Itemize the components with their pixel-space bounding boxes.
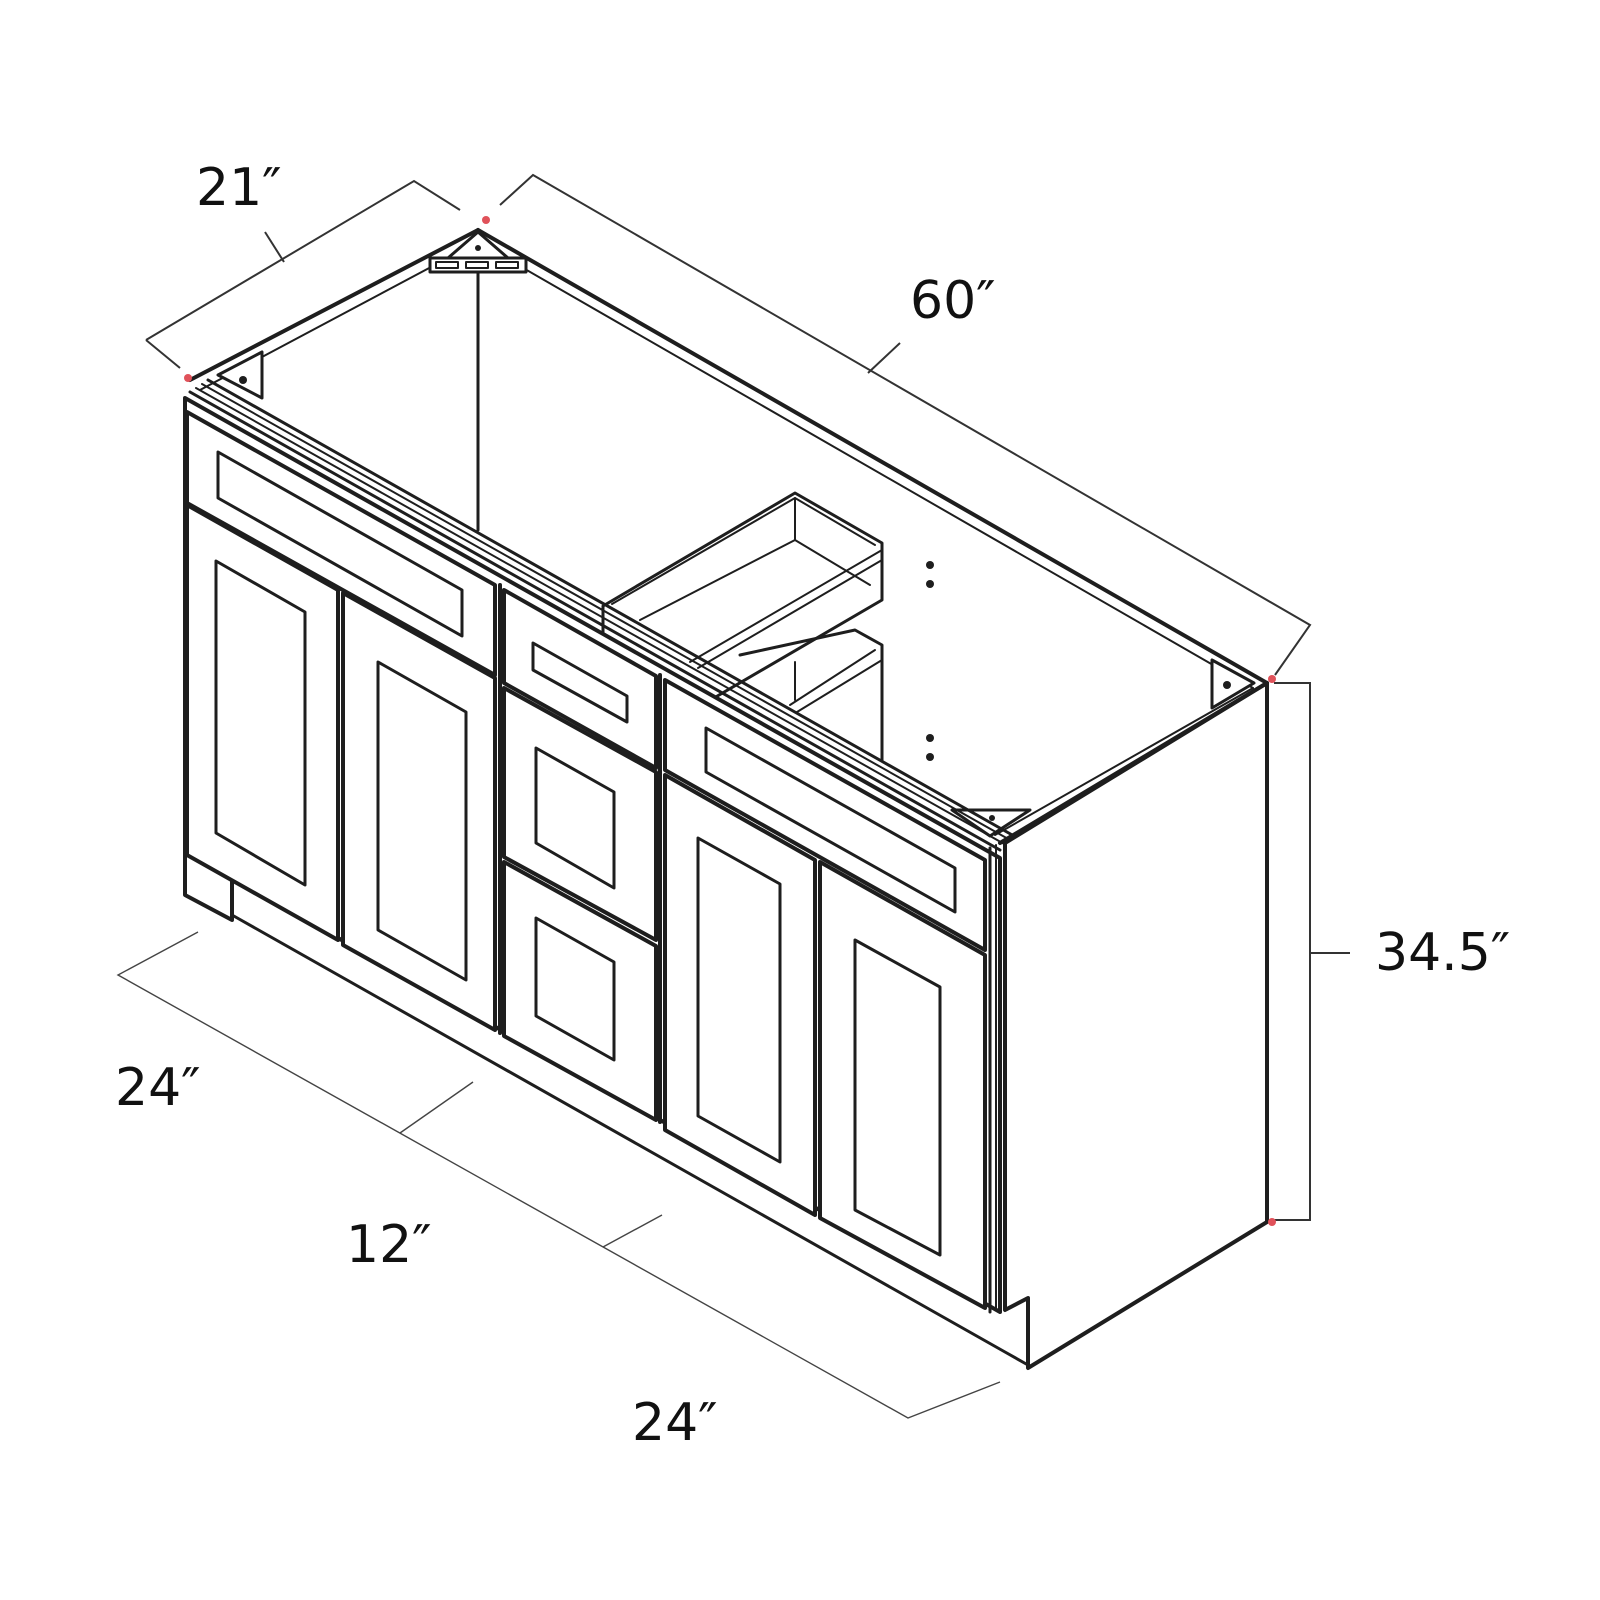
toe-kick: [230, 878, 1030, 1367]
depth-label: 21″: [196, 158, 282, 218]
height-label: 34.5″: [1375, 923, 1510, 983]
right-corner-brace: [1210, 658, 1256, 710]
right-door-2: [818, 860, 987, 1310]
right-door-1: [663, 773, 817, 1217]
top-right-edge: [998, 681, 1269, 845]
right-false-drawer-front: [663, 678, 987, 952]
left-false-drawer-front: [185, 410, 497, 677]
top-back-right-edge: [476, 228, 1269, 685]
dimension-width: 60″: [482, 173, 1312, 676]
center-drawer-3: [502, 860, 658, 1122]
back-corner-brace: [428, 230, 528, 274]
dimension-depth: 21″: [145, 158, 461, 382]
segment-label-1: 24″: [115, 1058, 201, 1118]
center-section: [498, 583, 662, 1124]
top-right-edge-inner: [994, 687, 1254, 836]
right-section: [663, 678, 987, 1310]
dimension-height: 34.5″: [1268, 675, 1510, 1226]
segment-label-2: 12″: [346, 1215, 432, 1275]
top-back-left-edge: [188, 228, 480, 382]
left-door-1: [185, 503, 340, 942]
center-drawer-1: [502, 588, 658, 770]
left-door-2: [341, 591, 497, 1032]
right-side-panel: [1003, 681, 1269, 1370]
width-label: 60″: [910, 271, 996, 331]
center-drawer-2: [502, 686, 658, 942]
segment-label-3: 24″: [632, 1393, 718, 1453]
cabinet-body: [188, 228, 1269, 1370]
left-corner-brace: [216, 350, 264, 400]
dimension-front-segments: 24″ 12″ 24″: [115, 931, 1001, 1453]
top-back-right-edge-inner: [477, 241, 1254, 689]
left-section: [185, 410, 497, 1032]
shelf-pin-holes: [926, 561, 934, 761]
